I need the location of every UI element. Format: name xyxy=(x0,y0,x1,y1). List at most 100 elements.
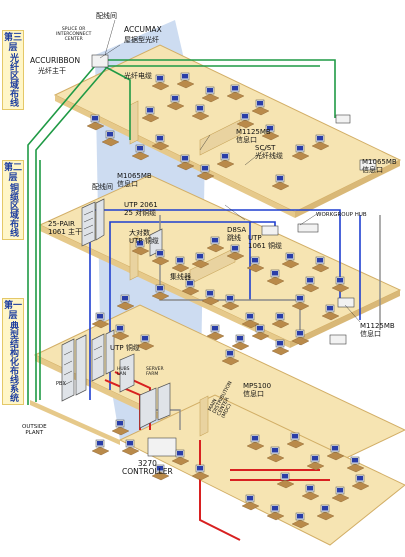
workstation xyxy=(316,504,335,521)
workstation xyxy=(171,449,190,466)
d8sa-line2: 跳线 xyxy=(227,234,241,242)
workstation xyxy=(231,334,250,351)
workstation xyxy=(221,349,240,366)
m1065mb-mid-label: M1065MB 信息口 xyxy=(117,172,152,188)
mps100-line1: MPS100 xyxy=(243,382,272,390)
workstation xyxy=(111,324,130,341)
d8sa-label: D8SA 跳线 xyxy=(227,226,246,242)
workstation xyxy=(291,144,310,161)
workstation xyxy=(201,86,220,103)
floor1-side-title: 第一层 xyxy=(3,301,22,321)
floor3-side-label: 第三层 光纤区域布线 xyxy=(2,30,24,110)
workstation xyxy=(151,134,170,151)
utp1061-label: UTP 1061 铜缆 xyxy=(248,234,282,250)
workstation xyxy=(201,289,220,306)
workstation xyxy=(241,494,260,511)
m1065mb-mid-line2: 信息口 xyxy=(117,180,138,188)
mps100-line2: 信息口 xyxy=(243,390,264,398)
utp1061-line1: UTP xyxy=(248,234,262,242)
equipment-racks xyxy=(61,198,171,429)
m1125mb-top-line2: 信息口 xyxy=(236,136,257,144)
workstation xyxy=(151,284,170,301)
workstation xyxy=(166,94,185,111)
dapair-line2: UTP 铜缆 xyxy=(129,237,159,245)
workstation xyxy=(246,434,265,451)
workstation xyxy=(151,74,170,91)
workstation xyxy=(331,276,350,293)
workstation xyxy=(246,256,265,273)
d8sa-line1: D8SA xyxy=(227,226,247,234)
devices xyxy=(91,54,377,457)
workstation xyxy=(151,464,170,481)
workstation xyxy=(251,324,270,341)
workstation xyxy=(116,294,135,311)
workstation xyxy=(291,512,310,529)
workstation xyxy=(301,276,320,293)
m1125mb-bottom-line2: 信息口 xyxy=(360,330,381,338)
m1125mb-top-line1: M1125MB xyxy=(236,128,271,136)
utp-copper-label: UTP 铜缆 xyxy=(110,344,140,352)
workstation xyxy=(261,124,280,141)
workstation xyxy=(291,329,310,346)
utp2061-line1: UTP 2061 xyxy=(124,201,158,209)
workstation xyxy=(286,432,305,449)
workstation xyxy=(101,130,120,147)
workstation xyxy=(196,164,215,181)
floor2-side-title: 第二层 xyxy=(3,163,22,183)
workstation xyxy=(271,174,290,191)
workstation xyxy=(271,339,290,356)
m1065mb-right-line2: 信息口 xyxy=(362,166,383,174)
workstations xyxy=(86,72,370,529)
m1125mb-bottom-line1: M1125MB xyxy=(360,322,395,330)
hubs-lan-line2: LAN xyxy=(117,372,127,377)
controller-line1: 3270 xyxy=(137,459,157,468)
workstation xyxy=(86,114,105,131)
splice-center-line2: INTERCONNECT xyxy=(56,32,92,37)
hubs-lan-label: HUBS LAN xyxy=(117,367,130,377)
utp1061-line2: 1061 铜缆 xyxy=(248,242,283,250)
workstation xyxy=(176,72,195,89)
accumax-label: ACCUMAX xyxy=(124,25,162,34)
workstation xyxy=(206,236,225,253)
workstation xyxy=(346,456,365,473)
workstation xyxy=(266,269,285,286)
workstation xyxy=(221,294,240,311)
m1065mb-right-label: M1065MB 信息口 xyxy=(362,158,397,174)
workstation xyxy=(136,334,155,351)
pair25-line1: 25-PAIR xyxy=(48,220,75,228)
server-farm-line1: SERVER xyxy=(146,367,164,372)
pbx-label: PBX xyxy=(56,381,66,387)
workstation xyxy=(266,504,285,521)
workstation xyxy=(236,112,255,129)
scst-line1: SC/ST xyxy=(255,144,276,152)
wiring-closet-label-top: 配线间 xyxy=(96,12,117,20)
workstation xyxy=(266,446,285,463)
m1125mb-bottom-label: M1125MB 信息口 xyxy=(360,322,395,338)
pair25-label: 25-PAIR 1061 主干 xyxy=(48,220,82,236)
floor3-side-title: 第三层 xyxy=(3,33,22,53)
workstation xyxy=(181,279,200,296)
server-farm-line2: FARM xyxy=(146,372,159,377)
workstation xyxy=(191,464,210,481)
controller-label: 3270 CONTROLLER xyxy=(122,460,173,476)
workstation xyxy=(131,239,150,256)
floor3-side-subtitle: 光纤区域布线 xyxy=(8,53,18,107)
workstation xyxy=(321,304,340,321)
workstation xyxy=(241,312,260,329)
accumax-cn-label: 屋据型光纤 xyxy=(124,36,159,44)
workstation xyxy=(91,439,110,456)
m1065mb-right-line1: M1065MB xyxy=(362,158,397,166)
hubs-lan-line1: HUBS xyxy=(117,367,130,372)
mps100-label: MPS100 信息口 xyxy=(243,382,271,398)
workstation xyxy=(251,99,270,116)
scst-label: SC/ST 光纤线缆 xyxy=(255,144,283,160)
workgroup-hub-label: WORKGROUP HUB xyxy=(316,212,367,218)
server-farm-label: SERVER FARM xyxy=(146,367,164,377)
outside-plant-line2: PLANT xyxy=(25,430,44,436)
splice-center-line1: SPLICE OR xyxy=(61,27,86,32)
rack-slots xyxy=(63,210,103,386)
workstation xyxy=(326,444,345,461)
outside-plant-line1: OUTSIDE xyxy=(22,424,47,430)
accuribbon-label: ACCURIBBON xyxy=(30,56,81,65)
